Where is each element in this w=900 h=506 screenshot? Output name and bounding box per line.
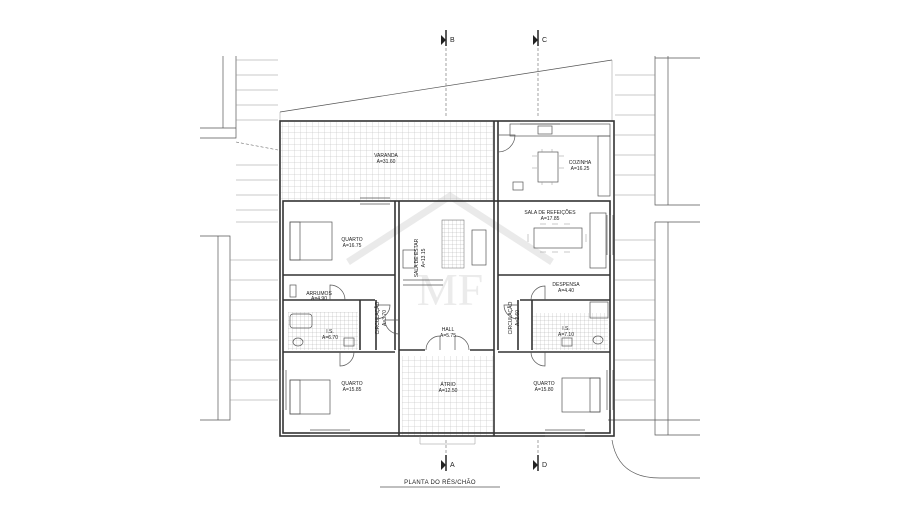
area-quarto-sw: A=15.85 bbox=[343, 387, 362, 393]
label-circ-w: CIRCULAÇÃO bbox=[374, 302, 381, 335]
section-markers: B C A D bbox=[441, 30, 547, 471]
label-quarto-se: QUARTO bbox=[533, 381, 554, 387]
label-sala-estar: SALA DE ESTAR bbox=[414, 238, 420, 277]
windows bbox=[279, 120, 614, 437]
label-hall: HALL bbox=[442, 327, 455, 333]
varanda-floor bbox=[281, 122, 493, 200]
area-is-e: A=7.10 bbox=[558, 332, 574, 338]
label-is-e: I.S. bbox=[562, 326, 570, 332]
area-sala-refeicoes: A=17.85 bbox=[541, 216, 560, 222]
area-despensa: A=4.40 bbox=[558, 288, 574, 294]
watermark-text: MF bbox=[417, 264, 483, 315]
left-terrain bbox=[200, 56, 279, 421]
area-quarto-se: A=15.80 bbox=[535, 387, 554, 393]
living-furniture bbox=[402, 219, 487, 286]
label-is-w: I.S. bbox=[326, 329, 334, 335]
svg-text:A: A bbox=[450, 462, 455, 469]
label-quarto-sw: QUARTO bbox=[341, 381, 362, 387]
label-circ-e: CIRCULAÇÃO bbox=[507, 302, 514, 335]
svg-text:B: B bbox=[450, 37, 455, 44]
label-sala-refeicoes: SALA DE REFEIÇÕES bbox=[524, 209, 576, 216]
section-mark-d: D bbox=[533, 455, 547, 471]
plan-title: PLANTA DO RÉS/CHÃO bbox=[404, 479, 476, 486]
label-atrio: ÁTRIO bbox=[440, 381, 455, 388]
area-is-w: A=6.70 bbox=[322, 335, 338, 341]
area-quarto-nw: A=16.75 bbox=[343, 243, 362, 249]
area-circ-e: A=2.60 bbox=[515, 310, 521, 326]
room-labels: VARANDA A=31.60 COZINHA A=16.25 QUARTO A… bbox=[306, 153, 592, 394]
section-mark-a: A bbox=[441, 455, 455, 471]
is-w-floor bbox=[288, 312, 358, 350]
bedroom-furniture bbox=[289, 221, 601, 415]
right-terrain bbox=[608, 56, 700, 479]
label-varanda: VARANDA bbox=[374, 153, 398, 159]
label-despensa: DESPENSA bbox=[552, 282, 580, 288]
label-quarto-nw: QUARTO bbox=[341, 237, 362, 243]
label-arrumos: ARRUMOS bbox=[306, 291, 332, 297]
dining-furniture bbox=[527, 212, 607, 269]
entry-steps bbox=[419, 436, 476, 445]
bathroom-fixtures bbox=[289, 301, 609, 347]
label-cozinha: COZINHA bbox=[569, 160, 592, 166]
area-varanda: A=31.60 bbox=[377, 159, 396, 165]
area-hall: A=5.75 bbox=[440, 333, 456, 339]
area-arrumos: A=4.90 bbox=[311, 296, 327, 302]
doors bbox=[329, 134, 546, 367]
area-circ-w: A=3.70 bbox=[382, 310, 388, 326]
area-cozinha: A=16.25 bbox=[571, 166, 590, 172]
area-atrio: A=12.50 bbox=[439, 388, 458, 394]
kitchen-furniture bbox=[509, 123, 611, 197]
svg-text:C: C bbox=[542, 37, 547, 44]
area-sala-estar: A=13.15 bbox=[421, 248, 427, 267]
walls bbox=[279, 120, 615, 437]
section-mark-b: B bbox=[441, 30, 455, 46]
is-e-floor bbox=[532, 313, 608, 350]
svg-text:D: D bbox=[542, 462, 547, 469]
section-mark-c: C bbox=[533, 30, 547, 46]
atrio-floor bbox=[402, 356, 494, 436]
